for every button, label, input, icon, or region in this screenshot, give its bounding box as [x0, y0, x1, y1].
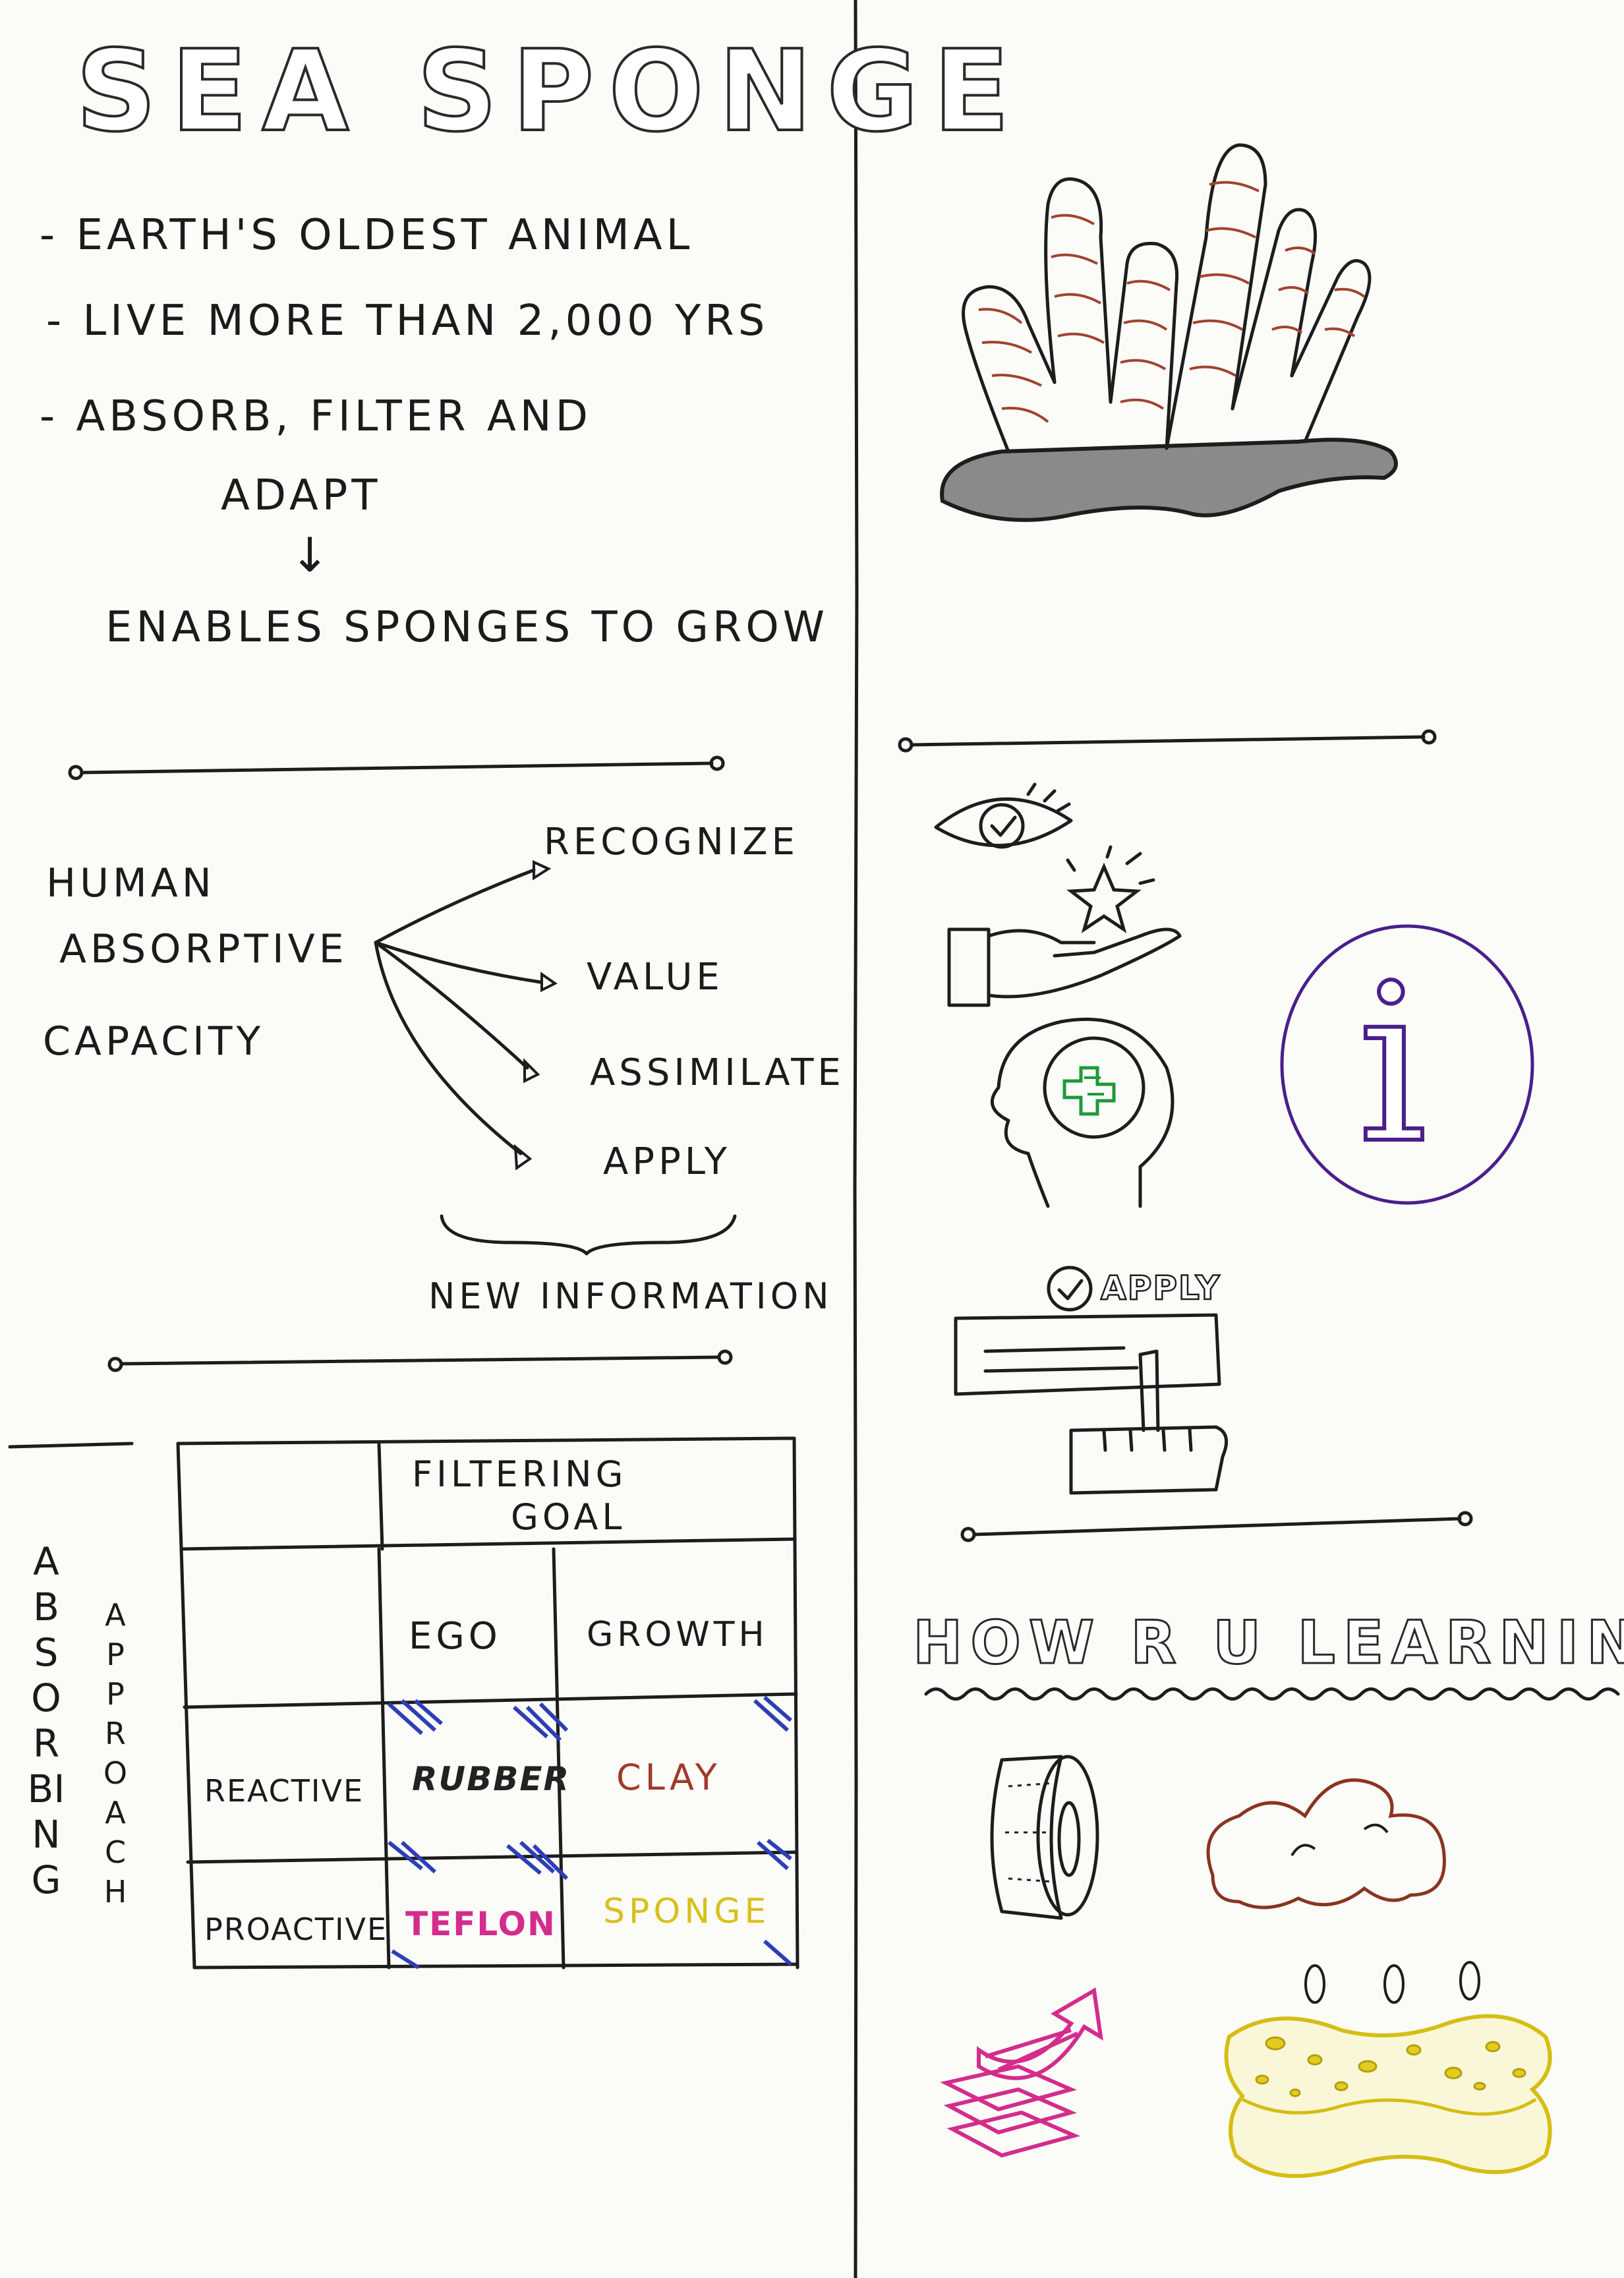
- info-icon: [1280, 924, 1534, 1205]
- separator-line: [107, 1349, 733, 1372]
- clay-blob-icon: [1206, 1778, 1446, 1910]
- eye-check-icon: [934, 782, 1073, 849]
- matrix-col-growth: GROWTH: [587, 1615, 768, 1654]
- matrix-cell-teflon: TEFLON: [405, 1905, 556, 1943]
- matrix-row-reactive: REACTIVE: [204, 1773, 364, 1809]
- sponge-icon: [1224, 1961, 1552, 2178]
- arrow-down-icon: ↓: [290, 527, 334, 583]
- matrix-col-header-2: GOAL: [511, 1496, 626, 1538]
- matrix-cell-sponge: SPONGE: [603, 1892, 770, 1931]
- matrix-cell-clay: CLAY: [616, 1757, 721, 1798]
- matrix-grid: [8, 1436, 799, 1970]
- apply-form-hand-icon: [954, 1313, 1229, 1495]
- brace-label: NEW INFORMATION: [428, 1275, 833, 1317]
- capacity-label-human: HUMAN: [46, 860, 216, 906]
- matrix-cell-rubber: RUBBER: [412, 1760, 570, 1798]
- matrix-row-proactive: PROACTIVE: [204, 1912, 388, 1947]
- capacity-label-capacity: CAPACITY: [43, 1018, 265, 1065]
- wavy-underline: [924, 1687, 1620, 1701]
- apply-check-icon: [1047, 1266, 1093, 1312]
- brace-icon: [440, 1214, 737, 1256]
- branch-apply: APPLY: [603, 1140, 731, 1183]
- capacity-branches: [374, 860, 558, 1171]
- matrix-row-axis-label-2: APPROACH: [103, 1597, 128, 1910]
- fact-lifespan: - LIVE MORE THAN 2,000 YRS: [46, 297, 769, 345]
- rubber-tire-icon: [990, 1755, 1099, 1920]
- matrix-col-ego: EGO: [409, 1615, 502, 1658]
- matrix-row-axis-label: ABSORBING: [27, 1539, 65, 1902]
- head-brain-icon: [991, 1017, 1174, 1208]
- separator-line: [960, 1511, 1473, 1542]
- sea-sponge-illustration: [940, 143, 1398, 522]
- apply-label: APPLY: [1100, 1268, 1221, 1308]
- teflon-stack-icon: [940, 1987, 1103, 2158]
- center-divider: [853, 0, 859, 2278]
- page-title: SEA SPONGE: [74, 25, 1024, 158]
- separator-line: [68, 755, 725, 780]
- separator-line: [898, 729, 1437, 753]
- info-letter: i: [1356, 936, 1430, 1193]
- fact-oldest: - EARTH'S OLDEST ANIMAL: [40, 211, 694, 260]
- capacity-label-absorptive: ABSORPTIVE: [59, 926, 348, 972]
- branch-value: VALUE: [587, 956, 724, 999]
- fact-grow: ENABLES SPONGES TO GROW: [105, 603, 829, 652]
- hand-star-icon: [947, 845, 1182, 1007]
- matrix-col-header-1: FILTERING: [412, 1453, 627, 1495]
- branch-recognize: RECOGNIZE: [544, 821, 799, 863]
- branch-assimilate: ASSIMILATE: [590, 1051, 845, 1094]
- fact-absorb: - ABSORB, FILTER AND: [40, 392, 592, 441]
- learning-title: HOW R U LEARNING: [912, 1608, 1624, 1679]
- fact-adapt: ADAPT: [221, 471, 382, 520]
